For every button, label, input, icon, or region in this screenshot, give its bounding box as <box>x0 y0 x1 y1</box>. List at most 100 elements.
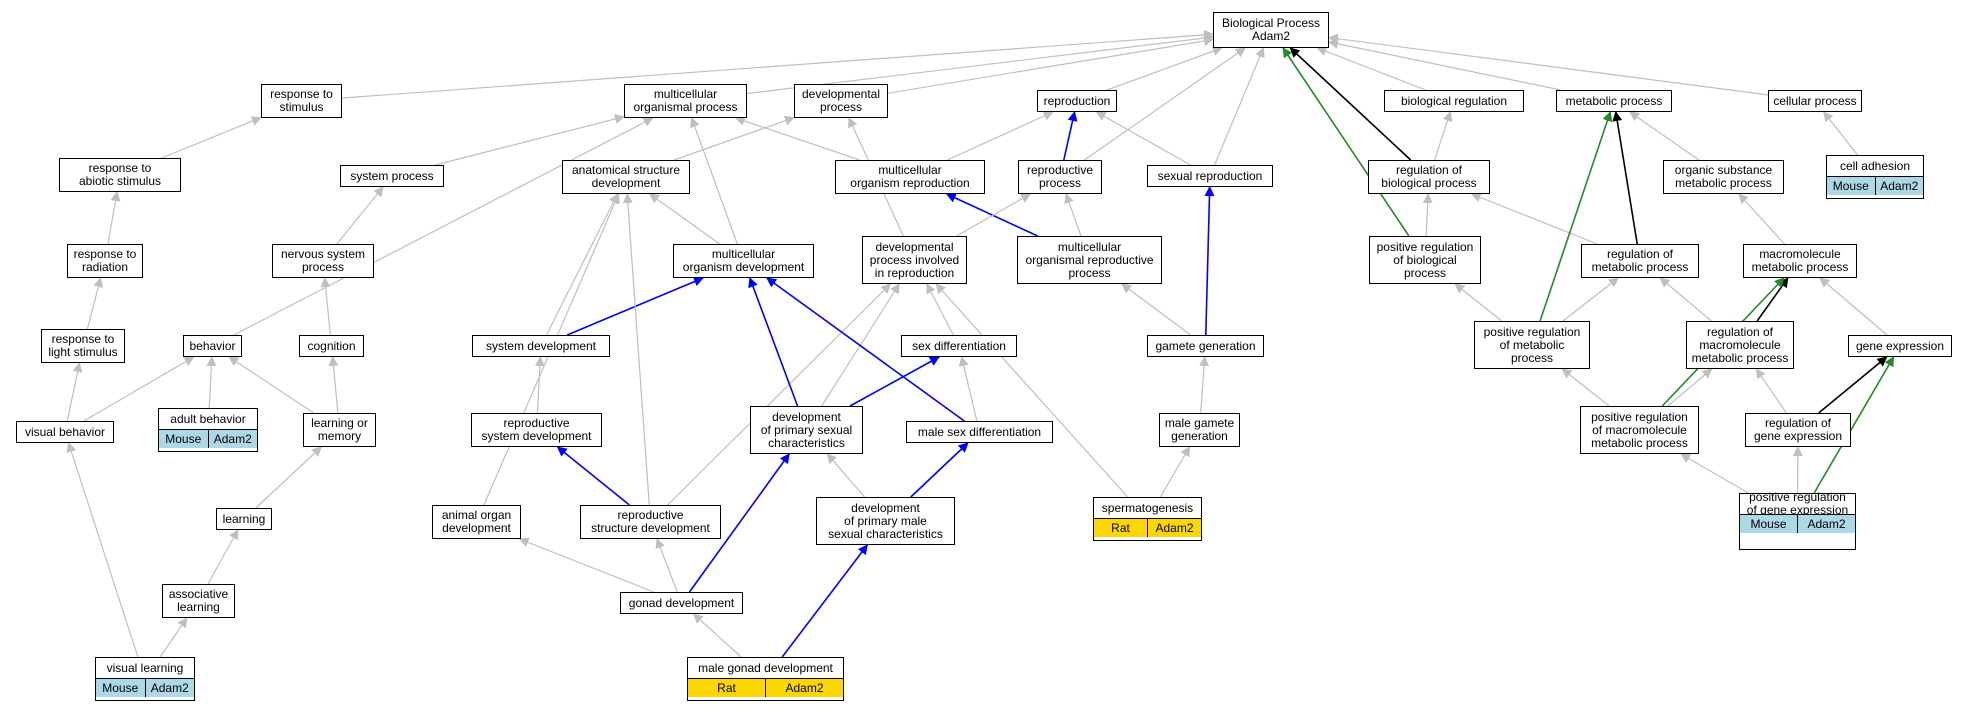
edge-reprop-to-root <box>1084 47 1246 161</box>
node-regbio[interactable]: regulation of biological process <box>1368 160 1490 194</box>
edge-cellp-to-root <box>1328 33 1769 96</box>
edge-visbeh-to-light <box>66 362 83 422</box>
edge-sexrep-to-root <box>1214 47 1265 166</box>
node-stim[interactable]: response to stimulus <box>261 84 342 118</box>
node-assoc[interactable]: associative learning <box>162 584 235 618</box>
node-posregmet[interactable]: positive regulation of metabolic process <box>1474 321 1590 369</box>
edge-repro-to-root <box>1106 46 1223 91</box>
node-reggene[interactable]: regulation of gene expression <box>1745 413 1851 447</box>
edge-posregbio-to-regbio <box>1422 193 1433 237</box>
edge-gamgen-to-sexrep <box>1204 186 1215 336</box>
node-sexrep[interactable]: sexual reproduction <box>1147 165 1273 187</box>
edge-malegonad-to-gonad <box>692 613 742 658</box>
edge-posregmet-to-regmet <box>1562 277 1619 322</box>
gene-tag: Adam2 <box>765 679 843 697</box>
node-dpmsc[interactable]: development of primary male sexual chara… <box>816 497 955 545</box>
node-devp[interactable]: developmental process <box>794 84 888 118</box>
node-label: positive regulation of metabolic process <box>1483 324 1581 365</box>
node-mor[interactable]: multicellular organism reproduction <box>835 160 985 194</box>
node-reprop[interactable]: reproductive process <box>1018 160 1102 194</box>
node-learning[interactable]: learning <box>216 508 272 530</box>
edge-malesexdiff-to-mod <box>766 277 965 422</box>
edge-reggene-to-geneexp <box>1818 356 1888 414</box>
node-visbeh[interactable]: visual behavior <box>16 421 114 443</box>
node-label: visual learning <box>106 660 184 675</box>
node-label: multicellular organism reproduction <box>850 163 970 190</box>
node-label: development of primary male sexual chara… <box>828 500 943 541</box>
node-repro[interactable]: reproduction <box>1037 90 1117 112</box>
node-rsd[interactable]: reproductive structure development <box>580 505 721 539</box>
node-posregmmp[interactable]: positive regulation of macromolecule met… <box>1580 406 1699 454</box>
node-behavior[interactable]: behavior <box>183 335 242 357</box>
node-mmp[interactable]: macromolecule metabolic process <box>1743 244 1857 278</box>
edge-vislearn-to-visbeh <box>66 442 139 658</box>
node-dpsc[interactable]: development of primary sexual characteri… <box>750 406 863 454</box>
edge-regbio-to-bioreg <box>1434 111 1453 161</box>
node-light[interactable]: response to light stimulus <box>41 329 125 363</box>
gene-tag: Adam2 <box>207 430 257 448</box>
node-learnmem[interactable]: learning or memory <box>303 413 376 447</box>
species-tag: Rat <box>1094 519 1147 537</box>
edge-light-to-radiation <box>86 277 104 330</box>
node-label: cell adhesion <box>1839 158 1911 173</box>
node-label: associative learning <box>168 587 229 614</box>
node-label: reproduction <box>1043 93 1111 108</box>
node-label: regulation of gene expression <box>1753 416 1843 443</box>
node-metab[interactable]: metabolic process <box>1556 90 1672 112</box>
node-mop[interactable]: multicellular organismal process <box>624 84 747 118</box>
edge-regmmp-to-regmet <box>1659 277 1712 322</box>
node-radiation[interactable]: response to radiation <box>67 244 143 278</box>
species-tag: Mouse <box>159 430 208 448</box>
edge-posregmet-to-posregbio <box>1454 283 1503 322</box>
node-nsp[interactable]: nervous system process <box>272 244 374 278</box>
edge-stim-to-root <box>341 29 1214 99</box>
node-cognition[interactable]: cognition <box>299 335 364 357</box>
node-label: learning <box>222 511 266 526</box>
edge-dpsc-to-sexdiff <box>849 356 940 407</box>
node-posregbio[interactable]: positive regulation of biological proces… <box>1369 236 1481 284</box>
node-osmp[interactable]: organic substance metabolic process <box>1663 160 1784 194</box>
node-repsysdev[interactable]: reproductive system development <box>471 413 602 447</box>
edge-rsd-to-asd <box>622 193 650 506</box>
edge-mod-to-mop <box>690 117 738 245</box>
node-asd[interactable]: anatomical structure development <box>562 160 690 194</box>
node-cellp[interactable]: cellular process <box>1768 90 1862 112</box>
node-label: regulation of macromolecule metabolic pr… <box>1691 324 1789 365</box>
node-root[interactable]: Biological Process Adam2 <box>1213 12 1329 48</box>
node-morp[interactable]: multicellular organismal reproductive pr… <box>1017 236 1162 284</box>
edge-nsp-to-sysproc <box>336 186 384 245</box>
node-gamgen[interactable]: gamete generation <box>1147 335 1264 357</box>
node-malesexdiff[interactable]: male sex differentiation <box>906 421 1053 443</box>
node-label: multicellular organismal process <box>633 87 738 114</box>
node-sexdiff[interactable]: sex differentiation <box>901 335 1017 357</box>
node-label: behavior <box>189 338 236 353</box>
edge-gamgen-to-morp <box>1121 283 1192 336</box>
node-label: reproductive structure development <box>591 508 710 535</box>
node-abiotic[interactable]: response to abiotic stimulus <box>59 158 181 192</box>
node-geneexp[interactable]: gene expression <box>1848 335 1952 357</box>
edge-bioreg-to-root <box>1316 46 1426 91</box>
node-label: anatomical structure development <box>571 163 681 190</box>
node-sysdev[interactable]: system development <box>472 335 610 357</box>
node-gonad[interactable]: gonad development <box>620 592 743 614</box>
node-regmmp[interactable]: regulation of macromolecule metabolic pr… <box>1686 321 1794 369</box>
edge-sexrep-to-repro <box>1095 111 1191 166</box>
node-mod[interactable]: multicellular organism development <box>673 244 814 278</box>
edge-sysdev-to-asd <box>545 193 618 336</box>
node-label: organic substance metabolic process <box>1674 163 1773 190</box>
node-aod[interactable]: animal organ development <box>432 505 521 539</box>
node-dpir[interactable]: developmental process involved in reprod… <box>862 236 967 284</box>
node-sysproc[interactable]: system process <box>340 165 444 187</box>
edge-radiation-to-abiotic <box>107 191 121 245</box>
node-regmet[interactable]: regulation of metabolic process <box>1581 244 1699 278</box>
node-bioreg[interactable]: biological regulation <box>1384 90 1524 112</box>
node-malegam[interactable]: male gamete generation <box>1159 413 1240 447</box>
